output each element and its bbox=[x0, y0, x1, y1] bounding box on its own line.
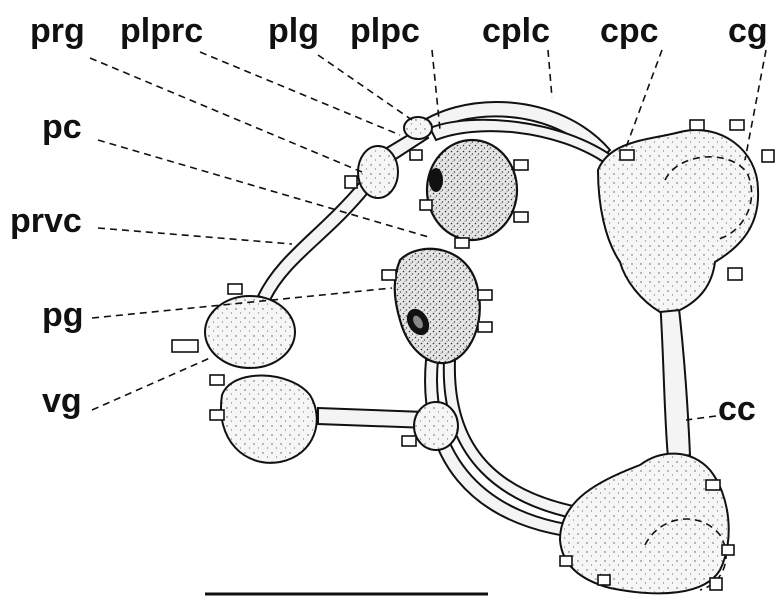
leader-plprc bbox=[200, 52, 400, 135]
label-prg: prg bbox=[30, 12, 85, 50]
nerve-stub bbox=[514, 212, 528, 222]
label-plpc: plpc bbox=[350, 12, 420, 50]
leader-cpc bbox=[625, 50, 662, 150]
leader-plg bbox=[318, 55, 412, 120]
nerve-stub bbox=[402, 436, 416, 446]
nerve-stub bbox=[382, 270, 396, 280]
label-cg: cg bbox=[728, 12, 768, 50]
nerve-stub bbox=[710, 578, 722, 590]
label-cc: cc bbox=[718, 390, 756, 428]
nerve-stub bbox=[728, 268, 742, 280]
pleurovisceral-connective bbox=[258, 182, 370, 300]
pedal-ganglion bbox=[395, 249, 480, 363]
nerve-stub bbox=[172, 340, 198, 352]
nerve-stub bbox=[478, 290, 492, 300]
nerve-stub bbox=[210, 410, 224, 420]
leader-vg bbox=[92, 358, 210, 410]
visceral-ganglion bbox=[221, 375, 317, 462]
nerve-stub bbox=[210, 375, 224, 385]
label-pg: pg bbox=[42, 296, 84, 334]
nerve-stub bbox=[410, 150, 422, 160]
pleural-ganglion-spot bbox=[429, 168, 443, 192]
nerve-stub bbox=[598, 575, 610, 585]
nerve-stub bbox=[620, 150, 634, 160]
leader-prg bbox=[90, 58, 362, 172]
label-cpc: cpc bbox=[600, 12, 659, 50]
nerve-stub bbox=[730, 120, 744, 130]
pleural-ganglion bbox=[427, 140, 517, 240]
label-plg: plg bbox=[268, 12, 319, 50]
label-prvc: prvc bbox=[10, 202, 82, 240]
leader-cplc bbox=[548, 50, 552, 98]
label-plprc: plprc bbox=[120, 12, 203, 50]
parietal-cell-ganglion bbox=[358, 146, 398, 198]
nerve-stub bbox=[762, 150, 774, 162]
label-cplc: cplc bbox=[482, 12, 550, 50]
accessory-ganglion bbox=[414, 402, 458, 450]
nerve-stub bbox=[706, 480, 720, 490]
nerve-stub bbox=[345, 176, 357, 188]
visceral-connective bbox=[318, 408, 428, 428]
left-cerebral-ganglion bbox=[560, 454, 729, 594]
label-pc: pc bbox=[42, 108, 82, 146]
nerve-stub bbox=[514, 160, 528, 170]
nerve-stub bbox=[722, 545, 734, 555]
nerve-stub bbox=[420, 200, 432, 210]
nerve-stub bbox=[455, 238, 469, 248]
leader-cc bbox=[686, 416, 716, 420]
nerve-stub bbox=[560, 556, 572, 566]
label-vg: vg bbox=[42, 382, 82, 420]
nerve-stub bbox=[228, 284, 242, 294]
nerve-stub bbox=[690, 120, 704, 130]
plg-ganglion bbox=[404, 117, 432, 139]
parietal-ganglion bbox=[205, 296, 295, 368]
nerve-stub bbox=[478, 322, 492, 332]
leader-prvc bbox=[98, 228, 292, 244]
cerebral-commissure bbox=[660, 300, 690, 458]
leader-cg bbox=[745, 50, 766, 160]
